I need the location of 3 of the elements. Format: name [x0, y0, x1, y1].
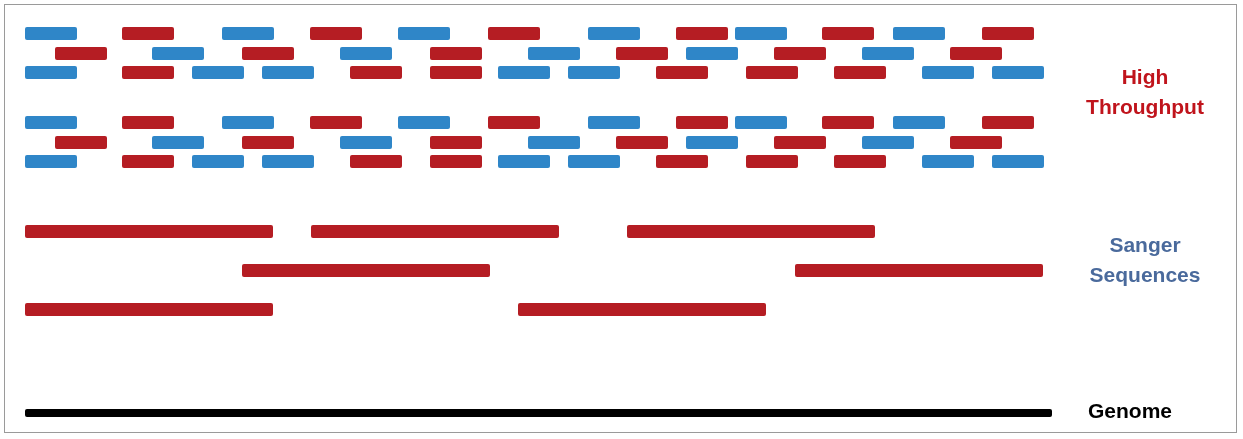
section-label: High Throughput: [1085, 64, 1205, 120]
section-label: Genome: [1087, 398, 1173, 424]
section-label: Sanger Sequences: [1088, 232, 1202, 288]
